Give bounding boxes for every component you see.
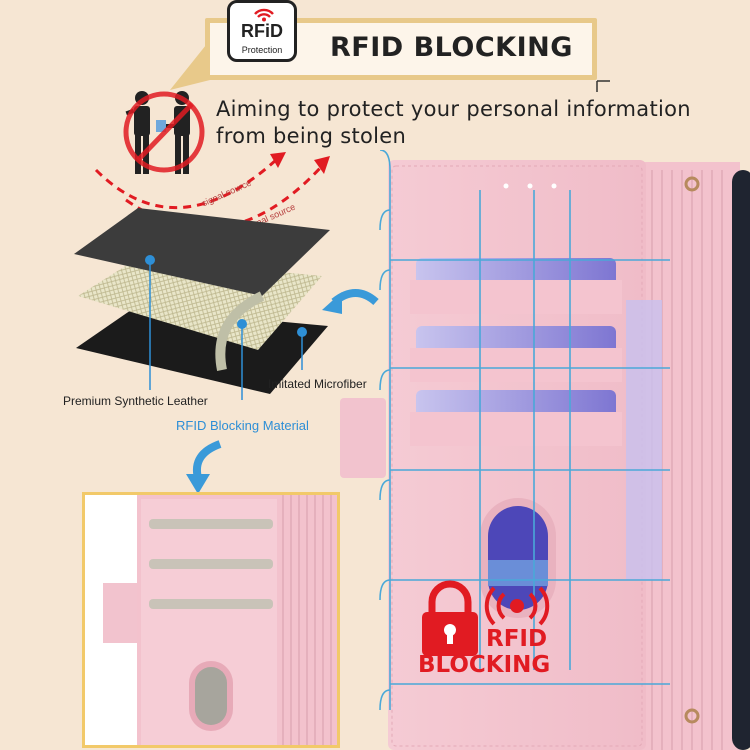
label-microfiber: Imitated Microfiber [268, 377, 367, 391]
subtitle: Aiming to protect your personal informat… [216, 96, 706, 150]
arrow-to-detail-icon [186, 440, 222, 494]
signal-broadcast-icon [484, 586, 550, 626]
thief-illustration [123, 91, 205, 174]
wallet-interior-illustration [103, 495, 337, 745]
wireless-signal-icon [254, 8, 274, 22]
subtitle-line-1: Aiming to protect your personal informat… [216, 97, 691, 121]
banner-ribbon-tail [170, 40, 210, 90]
corner-bracket [596, 80, 610, 92]
wallet-case-illustration [340, 150, 750, 750]
banner-title: RFID BLOCKING [330, 32, 573, 63]
label-rfid-material: RFID Blocking Material [176, 418, 309, 433]
logo-subtext: Protection [241, 45, 283, 55]
logo-text: RFiD [241, 21, 283, 41]
badge-line-1: RFID [486, 626, 548, 652]
rfid-blocking-badge: RFID BLOCKING [418, 626, 558, 678]
label-premium-leather: Premium Synthetic Leather [63, 394, 208, 408]
lock-icon [422, 580, 478, 656]
material-layers-illustration [74, 208, 330, 400]
badge-line-2: BLOCKING [418, 652, 551, 678]
wallet-detail-inset [82, 492, 340, 748]
rfid-protection-logo: RFiD Protection [227, 0, 297, 62]
subtitle-line-2: from being stolen [216, 124, 407, 148]
arrow-to-layers-icon [322, 289, 379, 314]
title-banner: RFID BLOCKING [205, 18, 597, 80]
